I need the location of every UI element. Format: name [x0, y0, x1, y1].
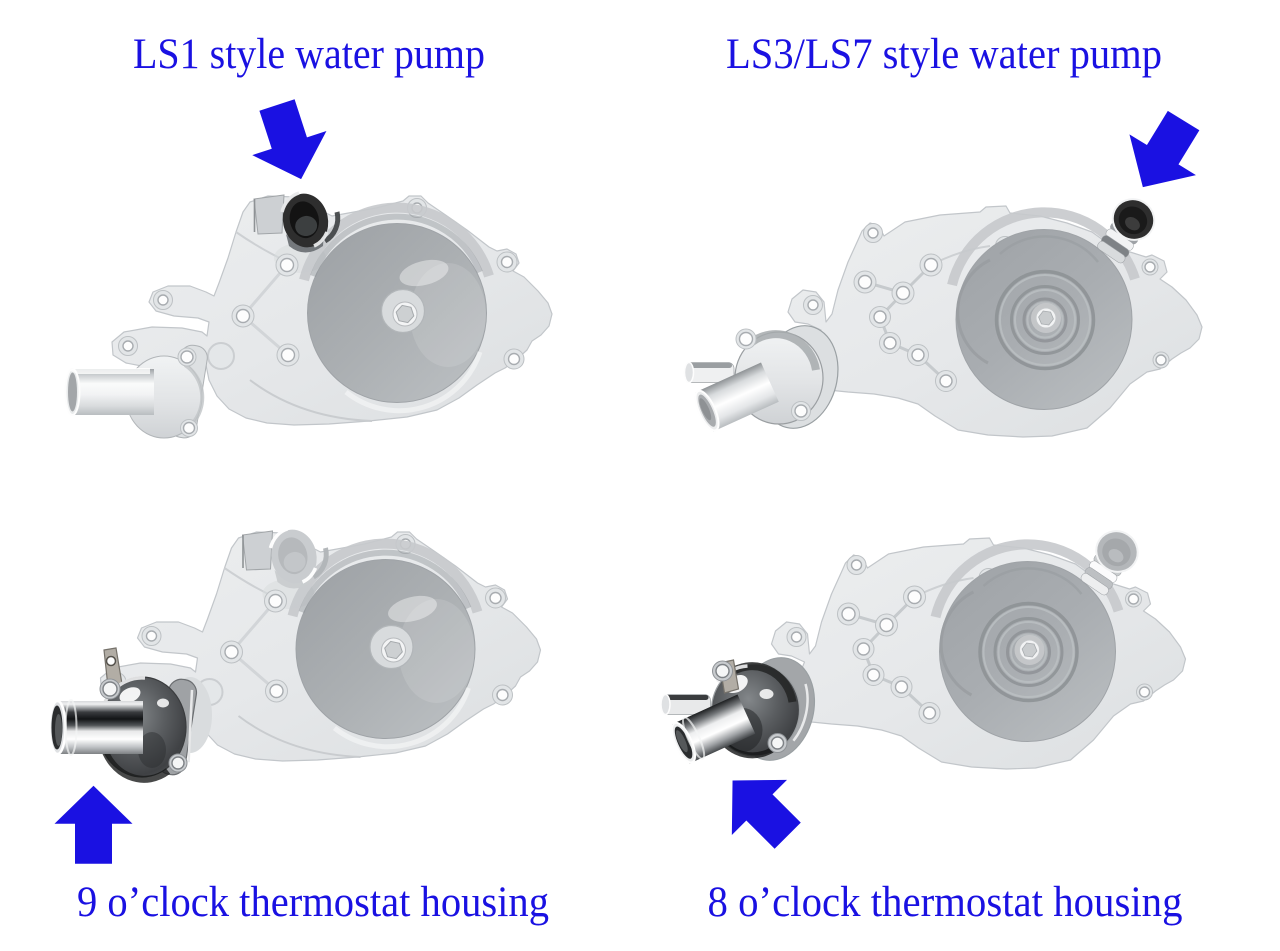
svg-text:8 o’clock thermostat housing: 8 o’clock thermostat housing [708, 879, 1183, 926]
svg-text:LS1 style water pump: LS1 style water pump [133, 31, 485, 78]
svg-text:LS3/LS7 style water pump: LS3/LS7 style water pump [726, 31, 1162, 78]
svg-text:9 o’clock thermostat housing: 9 o’clock thermostat housing [77, 879, 549, 926]
